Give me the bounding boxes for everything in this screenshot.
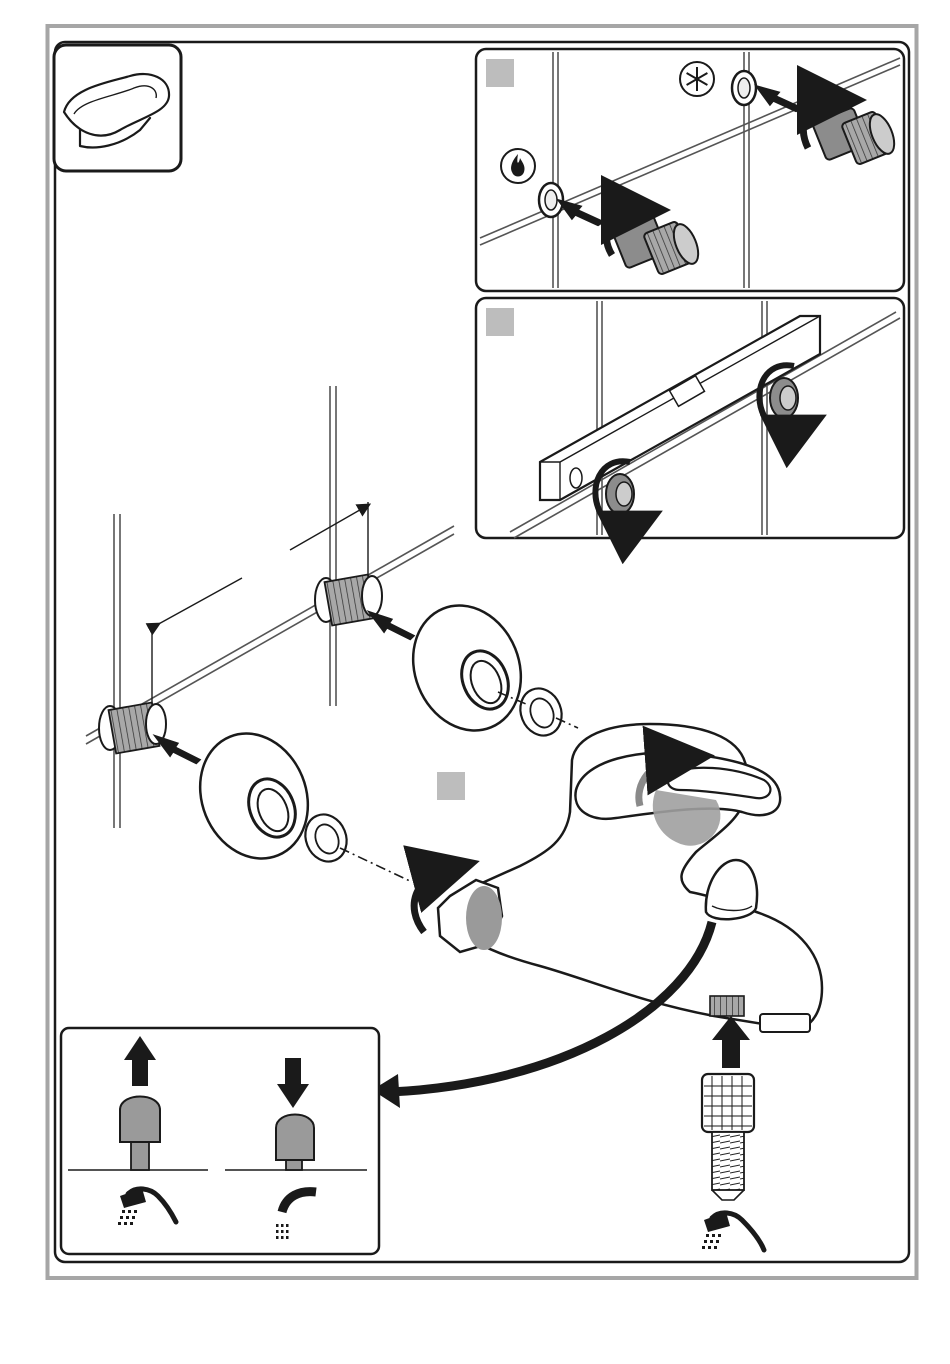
diverter-function-panel <box>61 1028 379 1254</box>
cover-rosette-left <box>182 717 326 875</box>
flame-icon <box>501 149 535 183</box>
push-arrow-icon <box>372 614 412 638</box>
snowflake-icon <box>680 62 714 96</box>
push-arrow-icon <box>712 1016 750 1068</box>
seal-washer-right <box>513 682 568 741</box>
step-marker-3 <box>437 772 465 800</box>
cover-rosette-right <box>395 589 539 747</box>
step-marker-1 <box>486 59 514 87</box>
push-arrow-icon <box>158 738 198 762</box>
shower-hose <box>702 1074 754 1200</box>
step-panel-connect-s-unions <box>476 49 904 291</box>
s-union-left <box>99 703 166 754</box>
step-marker-2 <box>486 308 514 336</box>
s-union-right <box>315 575 382 626</box>
hand-shower-icon <box>702 1212 764 1250</box>
bathtub-icon <box>54 45 181 171</box>
bath-mixer <box>414 724 822 1032</box>
step-panel-level-alignment <box>476 298 904 538</box>
